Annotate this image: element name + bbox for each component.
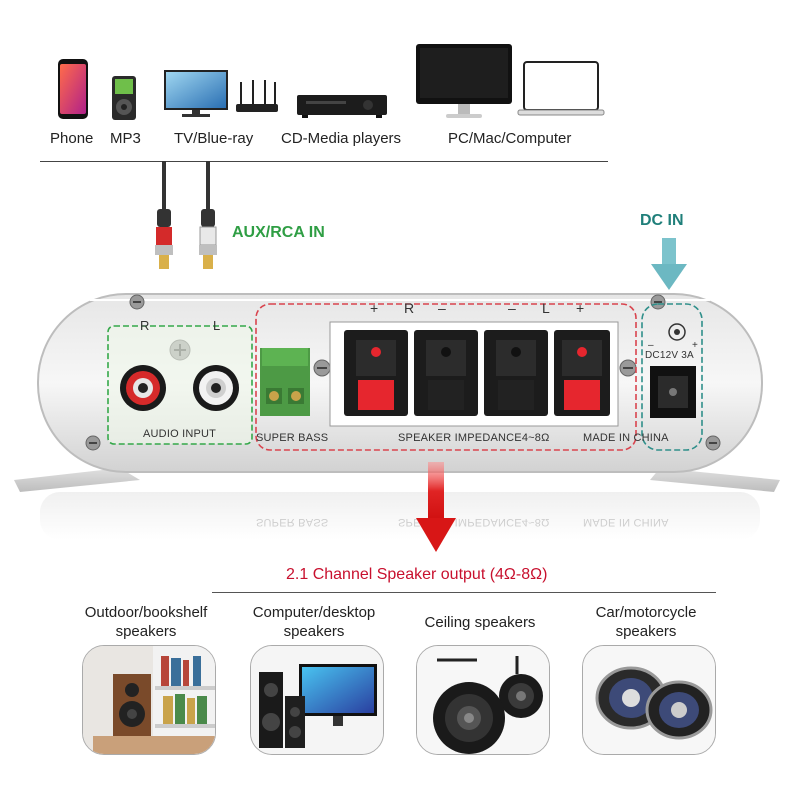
terminal-label: – xyxy=(438,300,446,316)
mp3-player-icon xyxy=(112,76,136,120)
output-divider xyxy=(212,592,716,593)
reflection-made-in: MADE IN CHINA xyxy=(583,516,669,528)
dc-plus-label: + xyxy=(692,340,699,351)
speaker-output-arrow-icon xyxy=(416,462,456,552)
super-bass-label: SUPER BASS xyxy=(256,432,329,444)
terminal-label: + xyxy=(370,300,379,316)
dc-in-arrow-icon xyxy=(651,238,687,290)
smartphone-icon xyxy=(58,59,88,119)
speaker-caption-car: Car/motorcycle speakers xyxy=(595,604,697,640)
ceiling-speaker-card xyxy=(416,645,550,755)
source-label-pc: PC/Mac/Computer xyxy=(448,130,572,147)
speaker-caption-desktop: Computer/desktop speakers xyxy=(252,604,376,640)
desktop-speaker-icon xyxy=(251,646,383,754)
speaker-output-title: 2.1 Channel Speaker output (4Ω-8Ω) xyxy=(286,566,548,583)
desktop-speaker-card xyxy=(250,645,384,755)
speaker-caption-ceiling: Ceiling speakers xyxy=(424,614,536,631)
bookshelf-speaker-card xyxy=(82,645,216,755)
cd-player-icon xyxy=(297,95,387,118)
terminal-label: L xyxy=(542,300,550,316)
bookshelf-speaker-icon xyxy=(83,646,215,754)
terminal-label: R xyxy=(404,300,415,316)
source-label-phone: Phone xyxy=(50,130,94,147)
made-in-china-label: MADE IN CHINA xyxy=(583,432,669,444)
ceiling-speaker-icon xyxy=(417,646,549,754)
source-label-mp3: MP3 xyxy=(110,130,141,147)
terminal-label: – xyxy=(508,300,516,316)
rca-cables xyxy=(155,161,217,269)
car-speaker-card xyxy=(582,645,716,755)
source-divider xyxy=(40,161,608,162)
audio-input-label: AUDIO INPUT xyxy=(143,428,217,440)
computer-icon xyxy=(416,44,605,118)
terminal-polarity-labels: + R – – L + xyxy=(364,300,600,320)
dc-rating-label: DC12V 3A xyxy=(645,350,694,361)
aux-rca-in-label: AUX/RCA IN xyxy=(232,224,325,241)
amplifier-illustration xyxy=(14,293,780,540)
source-label-cd: CD-Media players xyxy=(281,130,402,147)
source-label-tv: TV/Blue-ray xyxy=(174,130,254,147)
dc-in-label: DC IN xyxy=(640,212,684,229)
terminal-label: + xyxy=(576,300,585,316)
speaker-caption-bookshelf: Outdoor/bookshelf speakers xyxy=(84,604,208,640)
car-speaker-icon xyxy=(583,646,715,754)
reflection-super-bass: SUPER BASS xyxy=(256,516,329,528)
speaker-impedance-label: SPEAKER IMPEDANCE4~8Ω xyxy=(398,432,550,444)
audio-r-label: R xyxy=(140,318,150,333)
dc-minus-label: – xyxy=(648,340,654,351)
tv-router-icon xyxy=(164,70,278,117)
audio-l-label: L xyxy=(213,318,221,333)
